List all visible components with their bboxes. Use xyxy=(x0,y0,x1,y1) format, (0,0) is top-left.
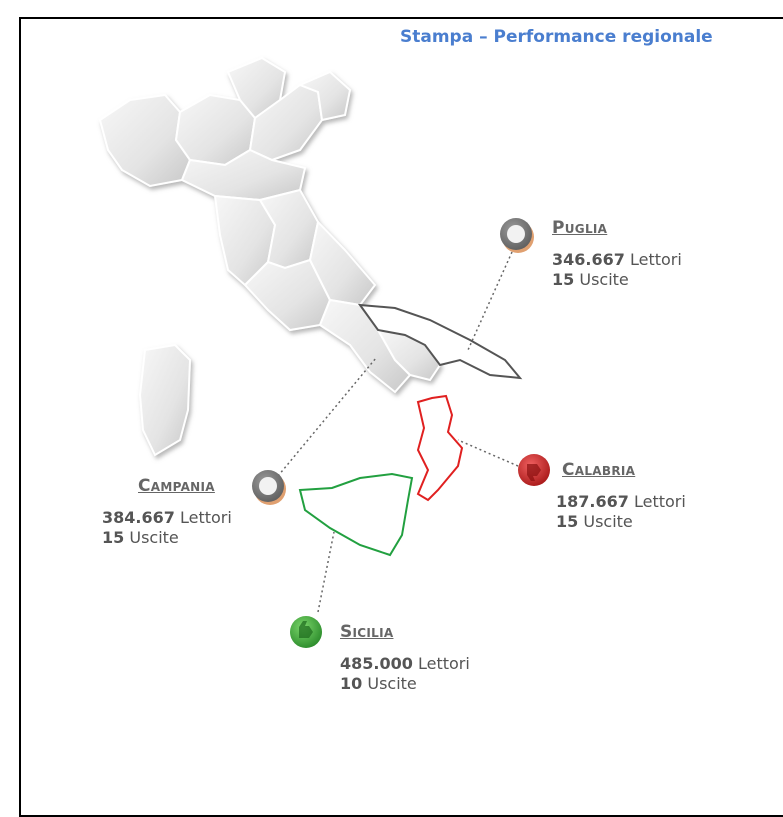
marker-puglia[interactable] xyxy=(500,218,534,253)
region-friuli xyxy=(297,70,352,122)
readers-line-sicilia: 485.000 Lettori xyxy=(340,654,470,674)
leader-calabria xyxy=(457,439,519,467)
leader-sicilia xyxy=(317,531,335,613)
readers-value-calabria: 187.667 xyxy=(556,492,629,511)
region-calabria xyxy=(416,394,464,502)
issues-line-sicilia: 10 Uscite xyxy=(340,674,470,694)
issues-value-campania: 15 xyxy=(102,528,125,547)
issues-line-puglia: 15 Uscite xyxy=(552,270,682,290)
italy-map xyxy=(98,56,550,648)
readers-line-puglia: 346.667 Lettori xyxy=(552,250,682,270)
mainland-regions xyxy=(98,56,442,457)
readers-label-puglia: Lettori xyxy=(629,250,682,269)
marker-sicilia[interactable] xyxy=(290,616,322,648)
region-info-puglia: Puglia 346.667 Lettori 15 Uscite xyxy=(552,218,682,290)
readers-label-campania: Lettori xyxy=(179,508,232,527)
region-info-sicilia: Sicilia 485.000 Lettori 10 Uscite xyxy=(340,622,470,694)
issues-label-sicilia: Uscite xyxy=(367,674,417,693)
readers-value-campania: 384.667 xyxy=(102,508,175,527)
readers-label-calabria: Lettori xyxy=(633,492,686,511)
region-name-calabria[interactable]: Calabria xyxy=(562,460,636,480)
issues-label-campania: Uscite xyxy=(129,528,179,547)
marker-campania[interactable] xyxy=(252,470,286,505)
issues-line-campania: 15 Uscite xyxy=(102,528,232,548)
readers-value-sicilia: 485.000 xyxy=(340,654,413,673)
region-name-puglia[interactable]: Puglia xyxy=(552,218,608,238)
region-info-campania: Campania 384.667 Lettori 15 Uscite xyxy=(102,476,232,548)
issues-label-calabria: Uscite xyxy=(583,512,633,531)
readers-line-calabria: 187.667 Lettori xyxy=(556,492,686,512)
region-sicilia xyxy=(298,472,414,557)
slide-title: Stampa – Performance regionale xyxy=(400,27,713,47)
leader-lines xyxy=(277,251,519,613)
issues-value-calabria: 15 xyxy=(556,512,579,531)
region-name-sicilia[interactable]: Sicilia xyxy=(340,622,394,642)
issues-value-puglia: 15 xyxy=(552,270,575,289)
issues-label-puglia: Uscite xyxy=(579,270,629,289)
readers-line-campania: 384.667 Lettori xyxy=(102,508,232,528)
marker-calabria[interactable] xyxy=(518,454,550,486)
readers-value-puglia: 346.667 xyxy=(552,250,625,269)
region-puglia xyxy=(357,303,523,380)
readers-label-sicilia: Lettori xyxy=(417,654,470,673)
issues-value-sicilia: 10 xyxy=(340,674,363,693)
issues-line-calabria: 15 Uscite xyxy=(556,512,686,532)
region-name-campania[interactable]: Campania xyxy=(138,476,215,496)
leader-puglia xyxy=(467,251,513,351)
leader-campania xyxy=(277,357,377,477)
region-info-calabria: Calabria 187.667 Lettori 15 Uscite xyxy=(556,460,686,532)
region-sardegna xyxy=(138,343,192,457)
